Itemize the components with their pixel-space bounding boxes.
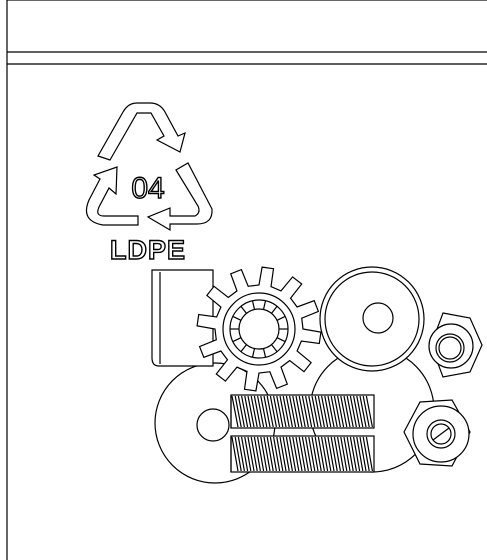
spline-line <box>262 300 267 310</box>
spline-line <box>240 344 247 353</box>
recycling-symbol: 04 LDPE <box>85 102 213 266</box>
spline-line <box>271 305 278 314</box>
material-label: LDPE <box>110 235 186 265</box>
spline-line <box>240 305 247 314</box>
recycling-code: 04 <box>131 172 164 205</box>
recycle-arrows-icon <box>85 102 213 232</box>
spline-line <box>232 337 242 343</box>
spline-line <box>276 337 286 343</box>
lock-washer <box>196 266 322 392</box>
spline-line <box>276 315 286 321</box>
thread-top <box>231 395 373 428</box>
drawing-frame <box>6 0 487 560</box>
spacer-block <box>151 269 214 367</box>
spline-lines <box>230 300 288 358</box>
hex-nut-top <box>428 312 483 378</box>
hex-nut-bottom <box>403 399 471 467</box>
spline-line <box>251 348 256 358</box>
set-screw-top <box>230 394 375 429</box>
spline-line <box>232 315 242 321</box>
thread-bottom <box>231 436 373 472</box>
spline-line <box>262 348 267 358</box>
spline-line <box>271 344 278 353</box>
spline-line <box>251 300 256 310</box>
flat-washer <box>319 266 425 372</box>
set-screw-bottom <box>230 435 375 473</box>
